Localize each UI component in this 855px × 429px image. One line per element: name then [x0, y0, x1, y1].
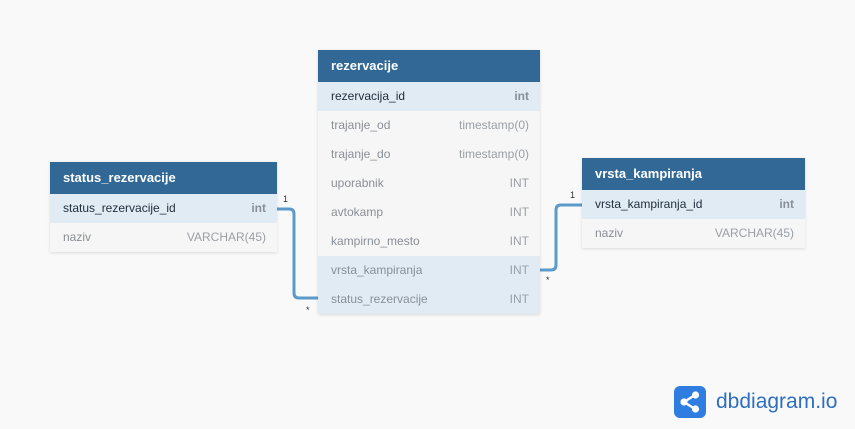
field-row[interactable]: trajanje_od timestamp(0)	[318, 111, 540, 140]
field-row[interactable]: avtokamp INT	[318, 198, 540, 227]
field-row[interactable]: vrsta_kampiranja_id int	[582, 190, 805, 219]
table-vrsta-kampiranja[interactable]: vrsta_kampiranja vrsta_kampiranja_id int…	[582, 158, 805, 248]
field-name: vrsta_kampiranja	[331, 263, 423, 277]
table-rezervacije[interactable]: rezervacije rezervacija_id int trajanje_…	[318, 50, 540, 314]
field-type: timestamp(0)	[458, 147, 529, 161]
field-row[interactable]: naziv VARCHAR(45)	[582, 219, 805, 248]
field-row[interactable]: uporabnik INT	[318, 169, 540, 198]
cardinality-many-vrsta: *	[546, 275, 550, 285]
table-status-rezervacije[interactable]: status_rezervacije status_rezervacije_id…	[50, 162, 277, 252]
field-row[interactable]: vrsta_kampiranja INT	[318, 256, 540, 285]
field-type: int	[514, 89, 529, 103]
field-type: int	[251, 201, 266, 215]
share-nodes-icon	[674, 386, 706, 418]
field-name: naziv	[63, 230, 92, 244]
field-row[interactable]: status_rezervacije INT	[318, 285, 540, 314]
field-type: timestamp(0)	[458, 118, 529, 132]
field-row[interactable]: trajanje_do timestamp(0)	[318, 140, 540, 169]
field-row[interactable]: status_rezervacije_id int	[50, 194, 277, 223]
field-type: int	[779, 197, 794, 211]
field-type: VARCHAR(45)	[714, 226, 794, 240]
field-name: uporabnik	[331, 176, 384, 190]
field-name: avtokamp	[331, 205, 384, 219]
field-name: kampirno_mesto	[331, 234, 420, 248]
field-row[interactable]: naziv VARCHAR(45)	[50, 223, 277, 252]
field-name: trajanje_od	[331, 118, 391, 132]
field-row[interactable]: kampirno_mesto INT	[318, 227, 540, 256]
table-header[interactable]: vrsta_kampiranja	[582, 158, 805, 190]
cardinality-one-vrsta: 1	[570, 190, 575, 200]
relation-line-status[interactable]	[277, 207, 318, 300]
field-name: naziv	[595, 226, 624, 240]
field-name: status_rezervacije_id	[63, 201, 176, 215]
field-name: status_rezervacije	[331, 292, 428, 306]
field-name: trajanje_do	[331, 147, 391, 161]
field-type: INT	[509, 292, 529, 306]
field-name: vrsta_kampiranja_id	[595, 197, 703, 211]
brand-name: dbdiagram.io	[716, 390, 838, 413]
field-type: INT	[509, 234, 529, 248]
cardinality-one-status: 1	[283, 194, 288, 204]
field-type: INT	[509, 205, 529, 219]
field-type: INT	[509, 263, 529, 277]
field-row[interactable]: rezervacija_id int	[318, 82, 540, 111]
field-type: INT	[509, 176, 529, 190]
relation-line-vrsta[interactable]	[540, 203, 582, 272]
brand-logo-link[interactable]: dbdiagram.io	[674, 386, 837, 418]
field-type: VARCHAR(45)	[186, 230, 266, 244]
table-header[interactable]: rezervacije	[318, 50, 540, 82]
field-name: rezervacija_id	[331, 89, 406, 103]
table-header[interactable]: status_rezervacije	[50, 162, 277, 194]
cardinality-many-status: *	[306, 305, 310, 315]
